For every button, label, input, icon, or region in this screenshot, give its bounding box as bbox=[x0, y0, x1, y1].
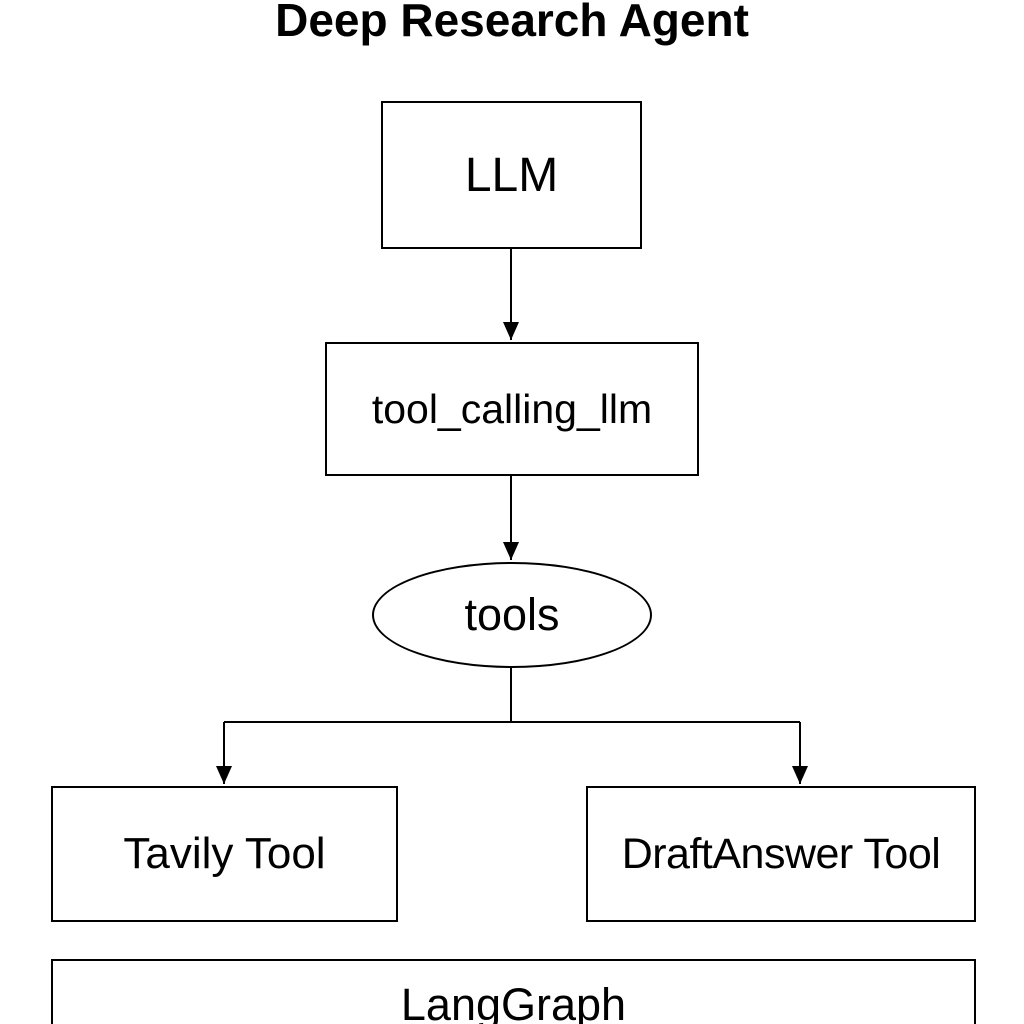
llm-node: LLM bbox=[381, 101, 642, 249]
tavily-tool-node-label: Tavily Tool bbox=[123, 829, 326, 878]
tavily-tool-node: Tavily Tool bbox=[51, 786, 398, 922]
tools-node: tools bbox=[372, 562, 652, 668]
draft-answer-tool-node: DraftAnswer Tool bbox=[586, 786, 976, 922]
langgraph-container-label: LangGraph bbox=[400, 979, 627, 1024]
llm-node-label: LLM bbox=[464, 148, 559, 202]
diagram-title: Deep Research Agent bbox=[275, 0, 749, 46]
draft-answer-tool-node-label: DraftAnswer Tool bbox=[621, 829, 941, 878]
tool-calling-llm-node: tool_calling_llm bbox=[325, 342, 699, 476]
tool-calling-llm-node-label: tool_calling_llm bbox=[371, 385, 653, 432]
langgraph-container: LangGraph bbox=[51, 959, 976, 1024]
tools-node-label: tools bbox=[464, 589, 560, 640]
